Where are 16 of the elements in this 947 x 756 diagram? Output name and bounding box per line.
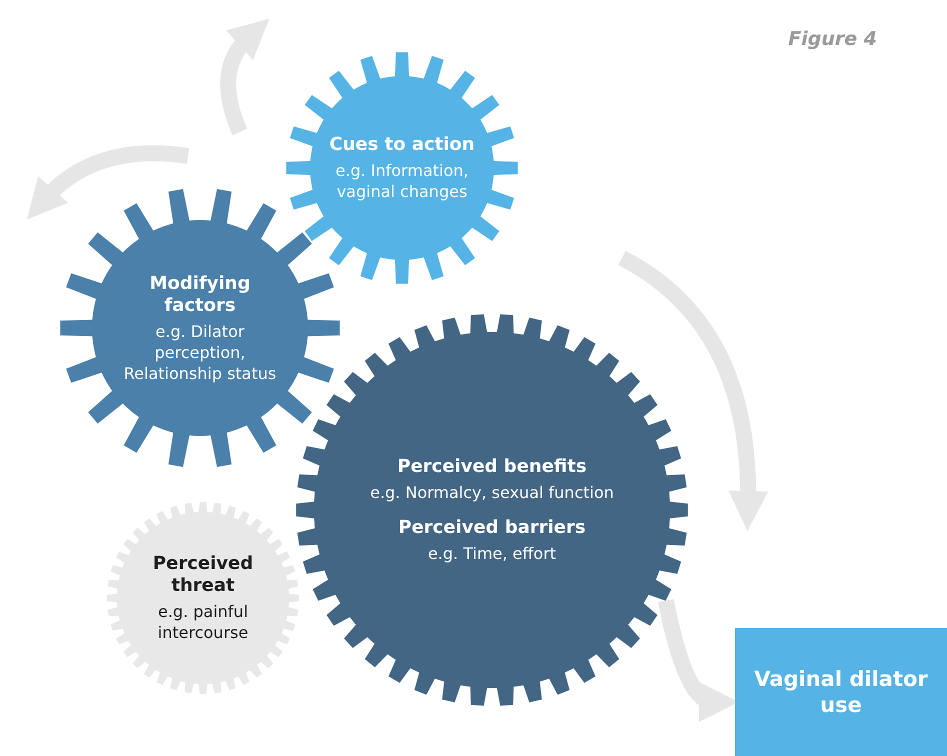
example-text: e.g. Information, vaginal changes [334,160,470,202]
gear-heading: Modifying factors [148,272,252,316]
box-label: Vaginal dilator use [753,666,929,718]
gear-heading: Perceived benefits [397,456,587,478]
example-text: e.g. Time, effort [428,543,556,564]
example-text: e.g. Dilator perception, Relationship status [122,320,278,384]
gear-shape [296,314,688,706]
example-text: e.g. painful intercourse [156,601,250,643]
gear-shape [107,502,299,694]
gear-heading: Perceived threat [152,553,254,597]
figure-label: Figure 4 [788,28,877,50]
example-text: e.g. Normalcy, sexual function [370,482,614,503]
gear-shape [286,52,518,284]
process-box [735,628,947,756]
gear-heading: Perceived barriers [398,517,586,539]
gear-heading: Cues to action [329,134,475,156]
